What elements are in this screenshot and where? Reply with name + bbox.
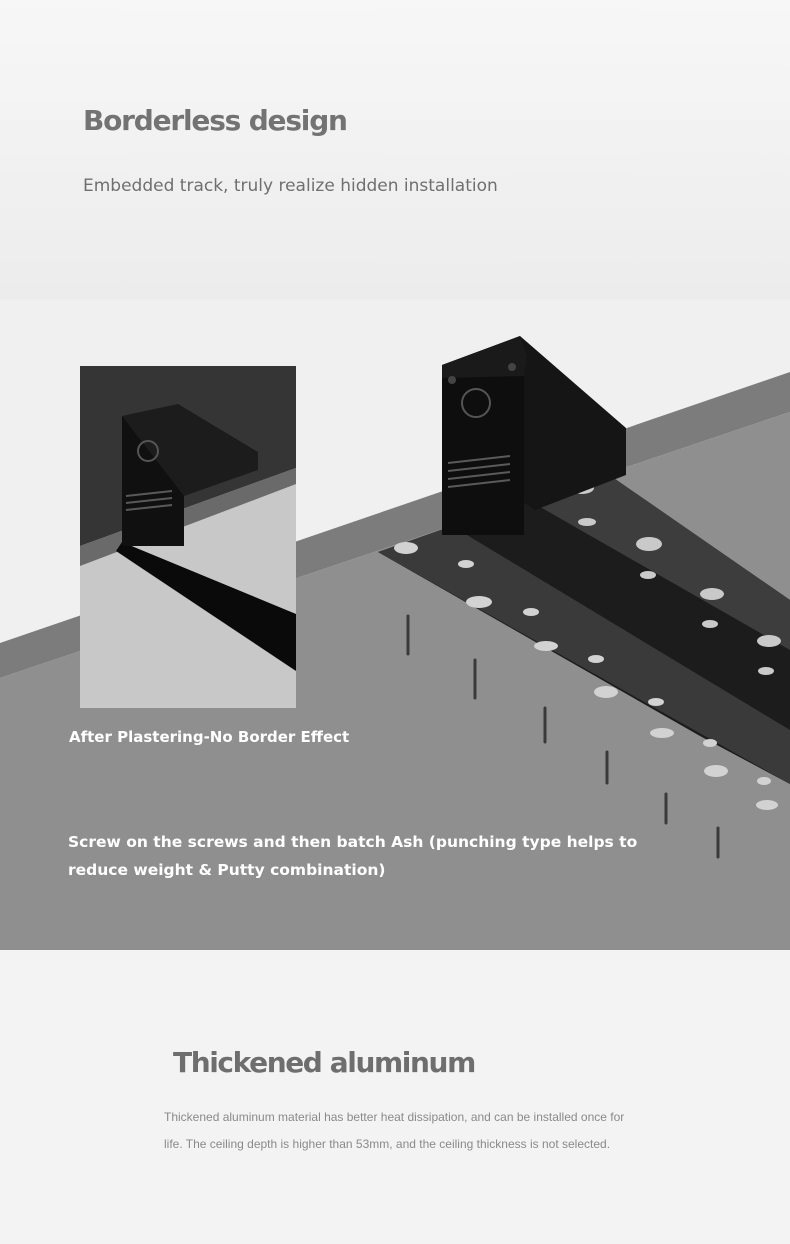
inset-caption: After Plastering-No Border Effect: [69, 728, 350, 746]
section-subtitle: Embedded track, truly realize hidden ins…: [83, 176, 498, 196]
section-title: Borderless design: [83, 104, 348, 137]
section-body-2: Thickened aluminum material has better h…: [164, 1110, 625, 1151]
section-title-2: Thickened aluminum: [173, 1046, 476, 1079]
footer-area: [0, 950, 790, 1244]
after-plastering-inset: [80, 366, 296, 708]
installation-caption: Screw on the screws and then batch Ash (…: [68, 833, 638, 879]
header-area: [0, 0, 790, 300]
